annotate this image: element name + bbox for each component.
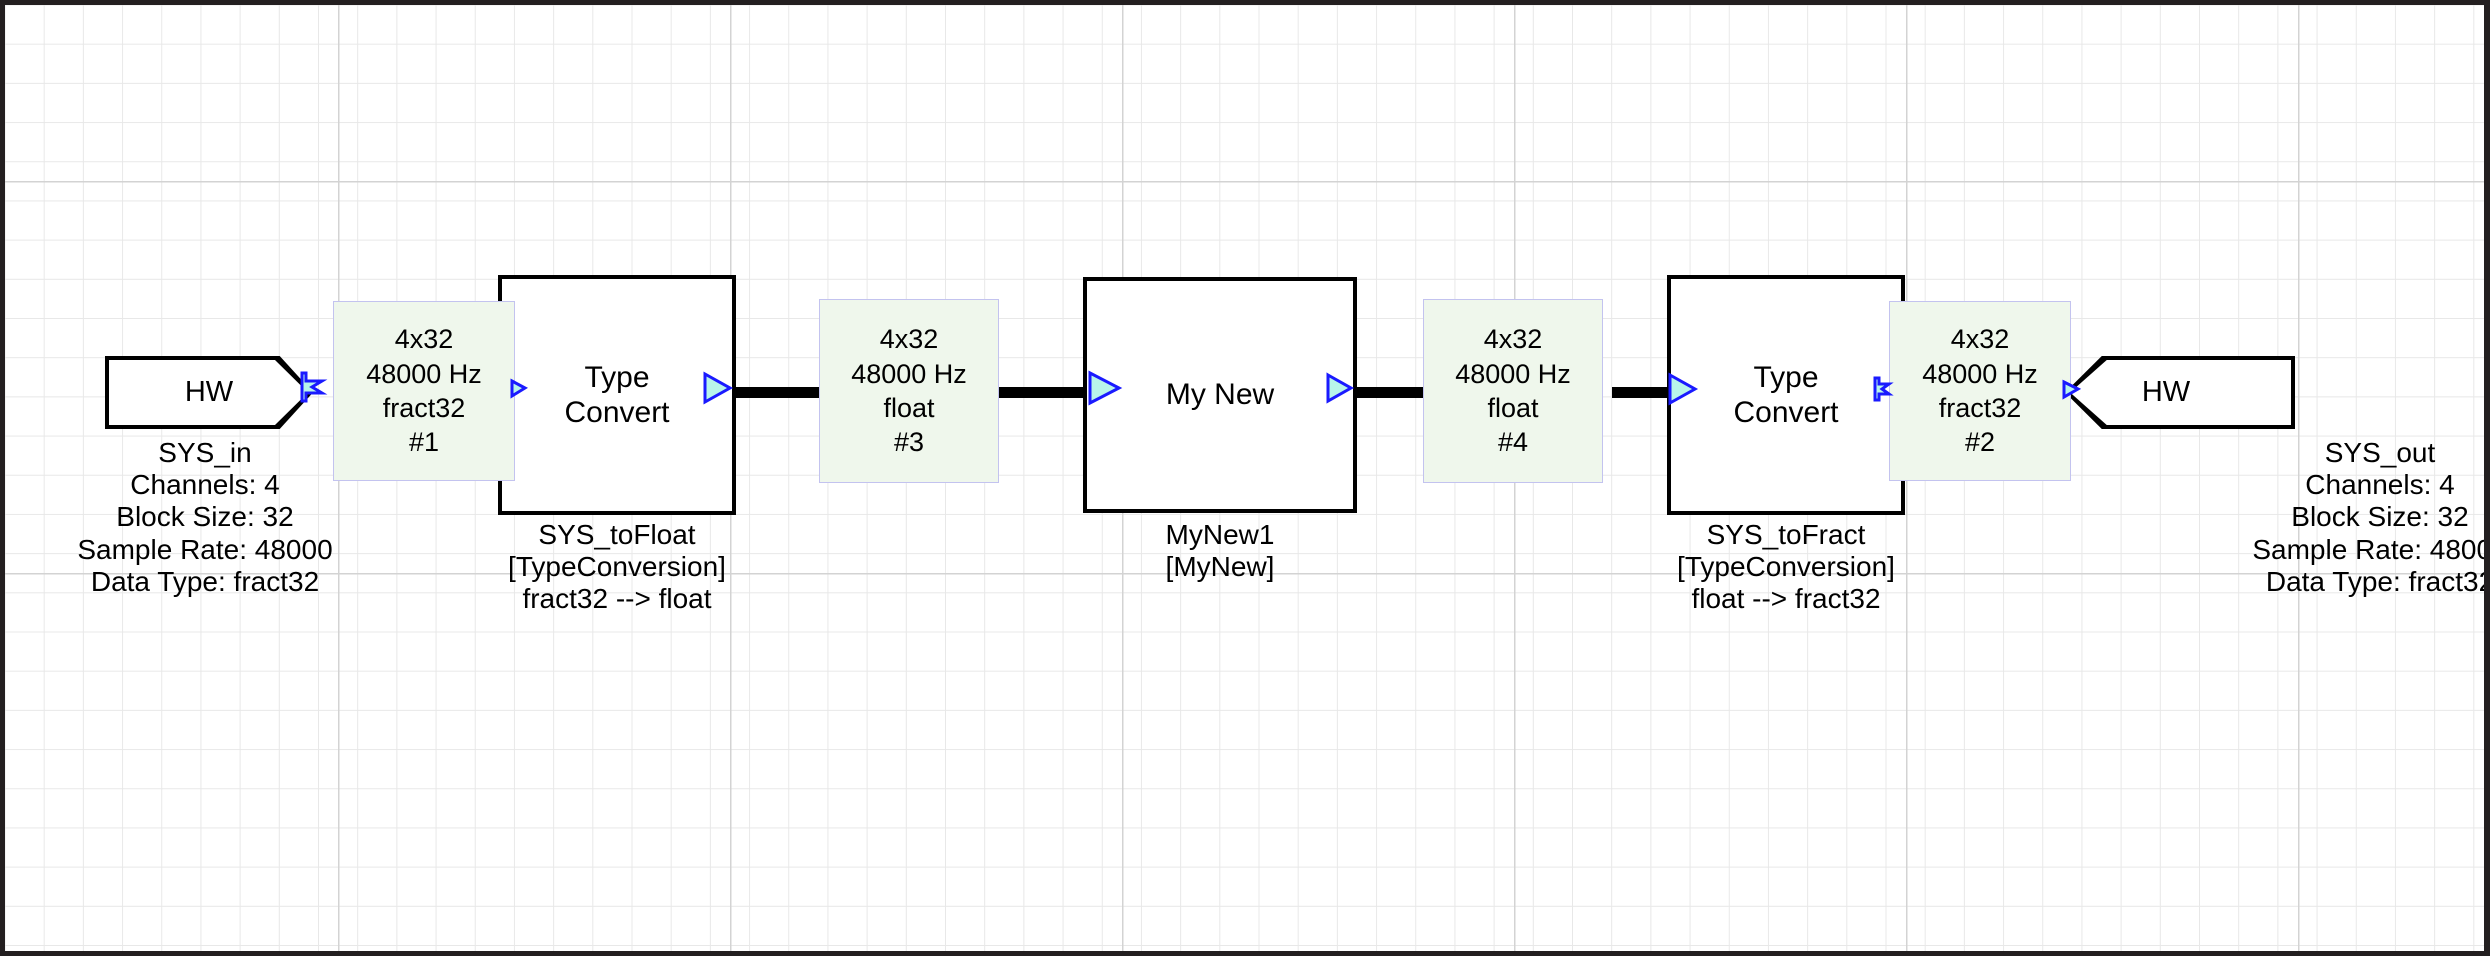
output-port-arrow-icon[interactable]	[1323, 371, 1357, 405]
signal-index: #3	[893, 427, 925, 458]
node-sys-out[interactable]: HW	[2065, 356, 2295, 429]
wire-sig3-to-mynew[interactable]	[993, 387, 1095, 398]
tofract-label-line2: Convert	[1733, 396, 1839, 429]
caption-my-new: MyNew1 [MyNew]	[980, 519, 1460, 583]
signal-label-3[interactable]: 4x32 48000 Hz float #3	[819, 299, 999, 483]
signal-dims: 4x32	[1950, 324, 2010, 355]
caption-line: SYS_in	[158, 437, 252, 468]
signal-rate: 48000 Hz	[1455, 358, 1571, 389]
signal-rate: 48000 Hz	[1922, 358, 2038, 389]
tofract-label: Type Convert	[1733, 360, 1838, 431]
caption-line: float --> fract32	[1691, 583, 1881, 615]
output-port-arrow-icon[interactable]	[700, 370, 736, 406]
caption-line: Block Size: 32	[2291, 501, 2469, 533]
caption-line: fract32 --> float	[522, 583, 712, 615]
caption-line: SYS_toFloat	[538, 519, 696, 550]
input-port-arrow-icon[interactable]	[2061, 377, 2085, 403]
tofloat-label-line1: Type	[584, 360, 650, 394]
tofloat-label: Type Convert	[564, 360, 669, 431]
output-port-arrow-icon[interactable]	[298, 369, 328, 405]
caption-sys-tofloat: SYS_toFloat [TypeConversion] fract32 -->…	[377, 519, 857, 616]
caption-sys-tofract: SYS_toFract [TypeConversion] float --> f…	[1546, 519, 2026, 616]
caption-line: [TypeConversion]	[508, 551, 726, 583]
signal-rate: 48000 Hz	[366, 358, 482, 389]
input-port-arrow-icon[interactable]	[1085, 369, 1125, 407]
caption-line: Sample Rate: 48000	[2252, 533, 2490, 565]
signal-type: fract32	[1938, 393, 2022, 423]
caption-line: [MyNew]	[1165, 551, 1275, 583]
signal-dims: 4x32	[879, 324, 939, 355]
caption-line: Channels: 4	[130, 469, 280, 501]
signal-type: float	[1487, 393, 1539, 423]
signal-rate: 48000 Hz	[851, 358, 967, 389]
caption-line: Channels: 4	[2305, 469, 2455, 501]
signal-index: #4	[1497, 427, 1529, 458]
signal-dims: 4x32	[1483, 324, 1543, 355]
signal-type: float	[883, 393, 935, 423]
tofract-label-line1: Type	[1753, 360, 1819, 394]
caption-line: MyNew1	[1165, 519, 1275, 550]
sys-out-label: HW	[2141, 376, 2191, 408]
wire-sig4-to-tofract[interactable]	[1612, 387, 1712, 398]
signal-dims: 4x32	[394, 324, 454, 355]
input-port-arrow-icon[interactable]	[1665, 371, 1701, 407]
node-sys-tofract[interactable]: Type Convert	[1667, 275, 1905, 515]
signal-index: #2	[1964, 427, 1996, 458]
caption-line: Data Type: fract32	[2265, 565, 2490, 597]
signal-type: fract32	[382, 393, 466, 423]
my-new-label: My New	[1165, 378, 1275, 412]
tofloat-label-line2: Convert	[564, 396, 670, 429]
signal-label-2[interactable]: 4x32 48000 Hz fract32 #2	[1889, 301, 2071, 481]
wire-tofloat-to-sig3[interactable]	[731, 387, 827, 398]
output-port-arrow-icon[interactable]	[1871, 374, 1895, 404]
wire-mynew-to-sig4[interactable]	[1353, 387, 1449, 398]
node-sys-in[interactable]: HW	[105, 356, 313, 429]
input-port-arrow-icon[interactable]	[509, 377, 531, 401]
signal-label-4[interactable]: 4x32 48000 Hz float #4	[1423, 299, 1603, 483]
caption-line: SYS_out	[2324, 437, 2436, 468]
caption-sys-out: SYS_out Channels: 4 Block Size: 32 Sampl…	[2140, 437, 2490, 598]
sys-in-label: HW	[184, 376, 234, 408]
caption-line: [TypeConversion]	[1677, 551, 1895, 583]
caption-line: SYS_toFract	[1706, 519, 1866, 550]
